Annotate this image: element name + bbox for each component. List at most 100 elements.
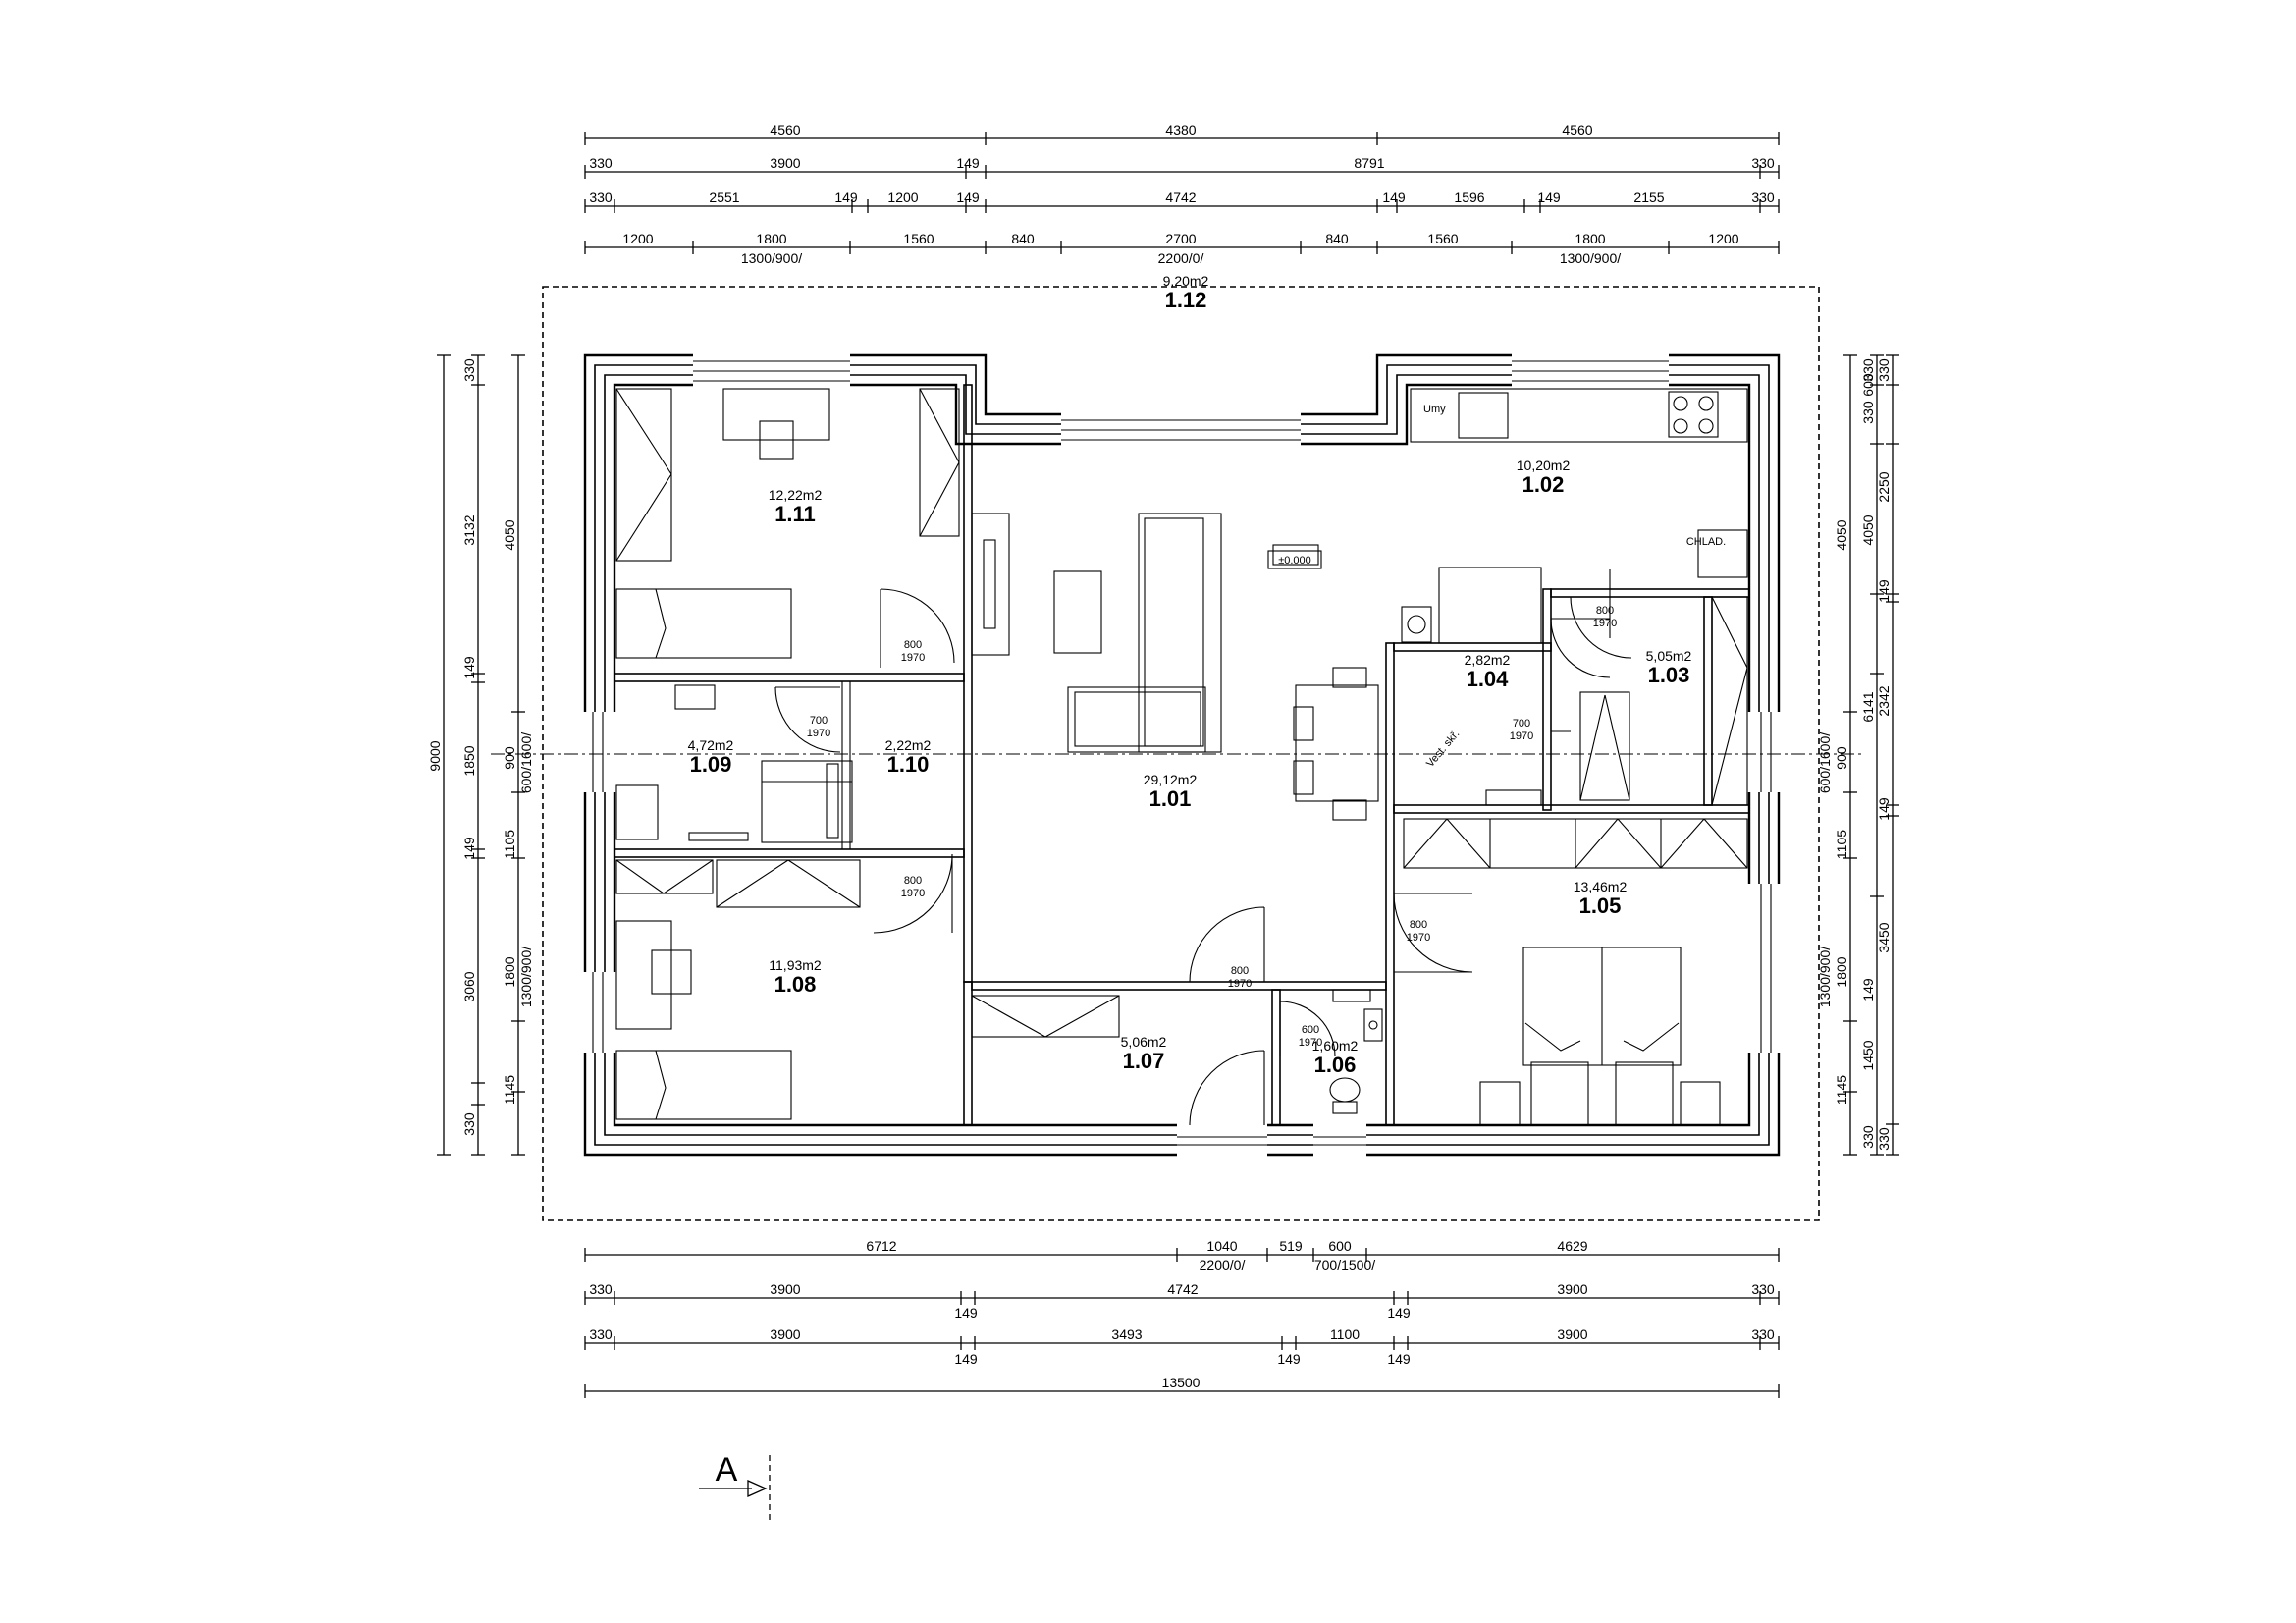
dimension-label: 3060 bbox=[461, 971, 477, 1001]
dimension-label: 330 bbox=[461, 1112, 477, 1136]
dimension-label: 4050 bbox=[502, 519, 517, 550]
level-marker: ±0.000 bbox=[1278, 555, 1311, 567]
dimension-label: 1200 bbox=[887, 189, 918, 205]
dimension-label: 3900 bbox=[770, 1326, 800, 1342]
room-number: 1.02 bbox=[1522, 472, 1565, 497]
room-number: 1.09 bbox=[690, 752, 732, 777]
dimension-label: 330 bbox=[1860, 1125, 1876, 1149]
room-area: 5,06m2 bbox=[1121, 1034, 1167, 1050]
dimension-label: 149 bbox=[956, 189, 980, 205]
dimension-label: 330 bbox=[1751, 1326, 1775, 1342]
dimension-label: 149 bbox=[461, 656, 477, 679]
room-number: 1.04 bbox=[1467, 667, 1510, 691]
door-height: 1970 bbox=[1299, 1037, 1322, 1049]
dimension-label: 4742 bbox=[1165, 189, 1196, 205]
dimension-label: 1850 bbox=[461, 745, 477, 776]
dimension-label: 3900 bbox=[1557, 1281, 1587, 1297]
dimension-label: 149 bbox=[954, 1305, 978, 1321]
room-area: 5,05m2 bbox=[1646, 648, 1692, 664]
door-labels: 8001970700197080019708001970600197080019… bbox=[807, 605, 1617, 1049]
dimension-label: 1105 bbox=[1834, 830, 1849, 859]
room-area: 12,22m2 bbox=[769, 487, 823, 503]
dimension-label: 1800 bbox=[1834, 956, 1849, 987]
door-width: 600 bbox=[1302, 1024, 1319, 1036]
dimension-label: 6712 bbox=[866, 1238, 896, 1254]
dimension-label: 3132 bbox=[461, 514, 477, 545]
dimension-label: 2342 bbox=[1876, 685, 1892, 716]
dimension-label: 1145 bbox=[1834, 1075, 1849, 1105]
dimension-label: 4742 bbox=[1167, 1281, 1198, 1297]
room-area: 9,20m2 bbox=[1163, 273, 1209, 289]
room-area: 10,20m2 bbox=[1517, 458, 1571, 473]
room-number: 1.03 bbox=[1648, 663, 1690, 687]
door-height: 1970 bbox=[901, 888, 925, 899]
dimension-label: 1800 bbox=[502, 956, 517, 987]
room-area: 4,72m2 bbox=[688, 737, 734, 753]
dimension-label: 149 bbox=[1876, 797, 1892, 821]
dimension-label: 2700 bbox=[1165, 231, 1196, 246]
dimension-label: 600/1600/ bbox=[518, 732, 534, 793]
dimension-label: 700/1500/ bbox=[1314, 1257, 1375, 1272]
dimension-label: 13500 bbox=[1162, 1375, 1201, 1390]
dimension-label: 900 bbox=[502, 746, 517, 770]
door-width: 800 bbox=[904, 875, 922, 887]
dimension-label: 330 bbox=[1860, 401, 1876, 424]
door-height: 1970 bbox=[1407, 932, 1430, 944]
dimension-label: 3900 bbox=[770, 1281, 800, 1297]
dimension-label: 1800 bbox=[756, 231, 786, 246]
dimension-label: 2200/0/ bbox=[1200, 1257, 1246, 1272]
dimension-label: 330 bbox=[589, 155, 613, 171]
dimension-label: 149 bbox=[1277, 1351, 1301, 1367]
room-area: 13,46m2 bbox=[1574, 879, 1628, 894]
dimension-label: 840 bbox=[1011, 231, 1035, 246]
dimension-label: 1105 bbox=[502, 830, 517, 859]
dimension-label: 2155 bbox=[1633, 189, 1664, 205]
dimension-label: 1040 bbox=[1206, 1238, 1237, 1254]
room-number: 1.01 bbox=[1149, 786, 1192, 811]
dimension-label: 9000 bbox=[427, 740, 443, 771]
room-area: 2,82m2 bbox=[1465, 652, 1511, 668]
room-area: 29,12m2 bbox=[1144, 772, 1198, 787]
dimension-label: 3493 bbox=[1111, 1326, 1142, 1342]
dimension-label: 3450 bbox=[1876, 922, 1892, 952]
door-height: 1970 bbox=[1593, 618, 1617, 629]
dimension-label: 600 bbox=[1860, 373, 1876, 397]
room-area: 2,22m2 bbox=[885, 737, 932, 753]
dimension-label: 1560 bbox=[903, 231, 934, 246]
dimension-label: 4050 bbox=[1834, 519, 1849, 550]
dimension-label: 1200 bbox=[622, 231, 653, 246]
door-width: 700 bbox=[810, 715, 828, 727]
fridge-label: CHLAD. bbox=[1686, 536, 1726, 548]
dimension-label: 519 bbox=[1279, 1238, 1303, 1254]
dimension-label: 4629 bbox=[1557, 1238, 1587, 1254]
dimension-label: 600/1600/ bbox=[1817, 732, 1833, 793]
door-width: 800 bbox=[1231, 965, 1249, 977]
room-number: 1.11 bbox=[774, 502, 816, 526]
room-labels: 29,12m21.0110,20m21.025,05m21.032,82m21.… bbox=[688, 273, 1692, 1077]
room-number: 1.06 bbox=[1314, 1053, 1357, 1077]
dimension-label: 1100 bbox=[1330, 1326, 1360, 1342]
dimension-label: 149 bbox=[956, 155, 980, 171]
door-swings bbox=[774, 569, 1632, 1126]
room-number: 1.08 bbox=[774, 972, 817, 997]
dimension-label: 1200 bbox=[1708, 231, 1738, 246]
sink-label: Umy bbox=[1423, 404, 1446, 415]
dimension-label: 330 bbox=[589, 1326, 613, 1342]
interior-walls bbox=[614, 384, 1750, 1126]
dimension-label: 3900 bbox=[770, 155, 800, 171]
dimension-label: 149 bbox=[1860, 978, 1876, 1001]
section-marker-label: A bbox=[716, 1451, 738, 1488]
door-height: 1970 bbox=[807, 728, 830, 739]
dimension-label: 1300/900/ bbox=[741, 250, 802, 266]
dimension-label: 840 bbox=[1325, 231, 1349, 246]
dimension-label: 2250 bbox=[1876, 471, 1892, 502]
dimension-label: 330 bbox=[1751, 155, 1775, 171]
door-width: 800 bbox=[904, 639, 922, 651]
dimension-label: 330 bbox=[1860, 358, 1876, 382]
room-number: 1.07 bbox=[1123, 1049, 1165, 1073]
dimension-label: 900 bbox=[1834, 746, 1849, 770]
room-number: 1.10 bbox=[887, 752, 930, 777]
dimension-label: 330 bbox=[1751, 1281, 1775, 1297]
